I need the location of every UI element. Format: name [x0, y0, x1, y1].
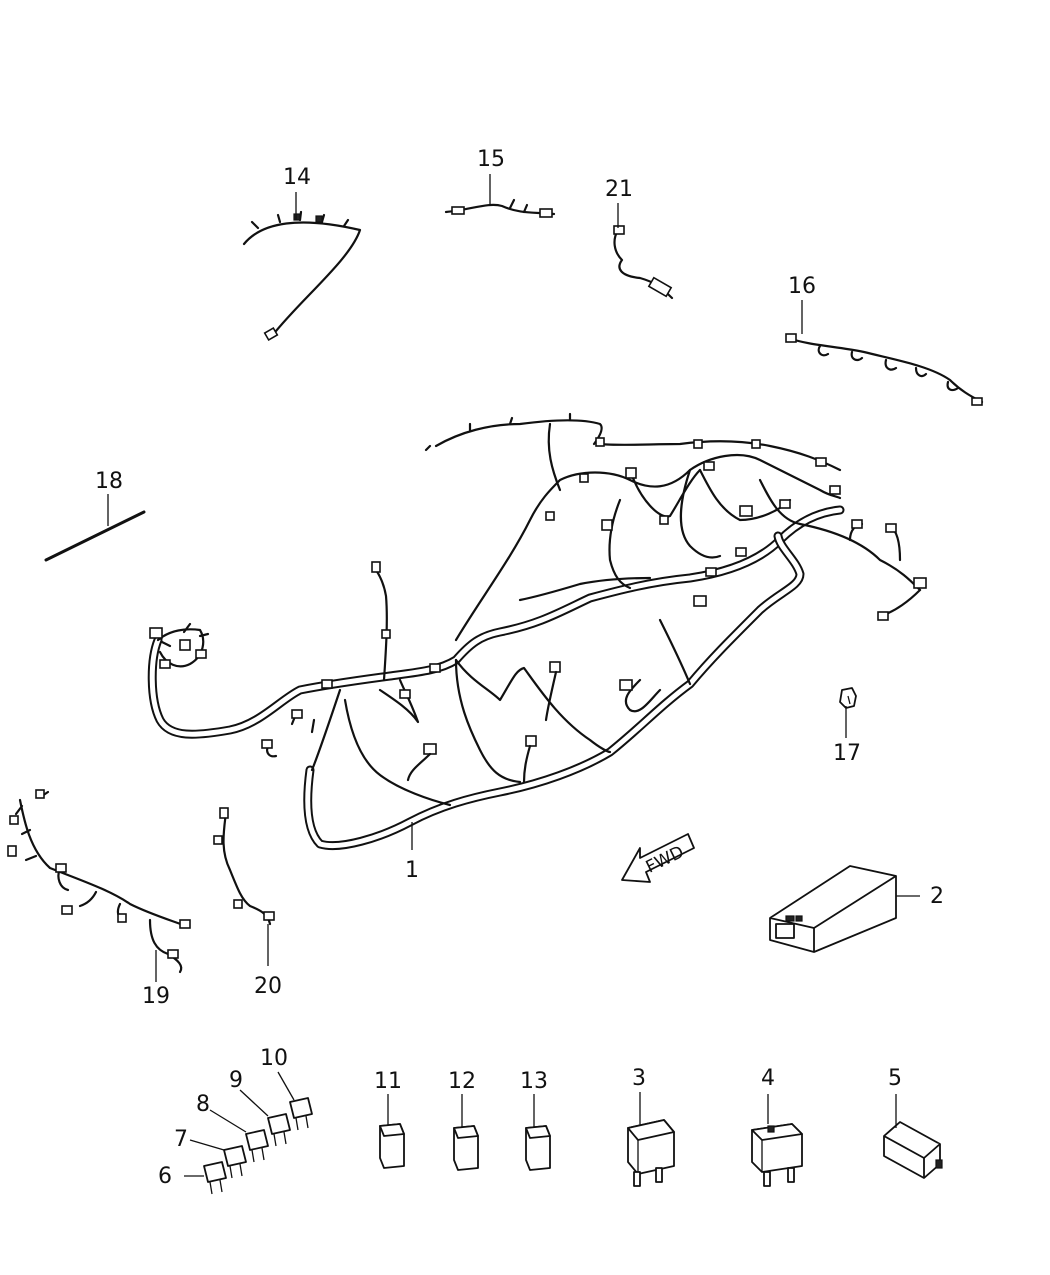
part-14-harness — [242, 210, 362, 342]
part-21-harness — [613, 225, 674, 300]
part-15-harness — [444, 198, 556, 218]
callout-2: 2 — [930, 884, 944, 909]
callout-9: 9 — [229, 1068, 243, 1093]
callout-5: 5 — [888, 1066, 902, 1091]
callout-1: 1 — [405, 858, 419, 883]
callout-12: 12 — [448, 1069, 476, 1094]
callout-14: 14 — [283, 165, 311, 190]
callout-10: 10 — [260, 1046, 288, 1071]
part-2-module — [769, 865, 897, 953]
callout-3: 3 — [632, 1066, 646, 1091]
callout-15: 15 — [477, 147, 505, 172]
fuse-8 — [245, 1129, 269, 1163]
part-3-relay — [627, 1119, 675, 1187]
callout-19: 19 — [142, 984, 170, 1009]
callout-4: 4 — [761, 1066, 775, 1091]
callout-6: 6 — [158, 1164, 172, 1189]
callout-20: 20 — [254, 974, 282, 999]
part-12-fuse — [453, 1125, 479, 1171]
fuse-6 — [203, 1161, 227, 1195]
part-5-cover — [883, 1121, 943, 1179]
part-11-fuse — [379, 1123, 405, 1169]
callout-7: 7 — [174, 1127, 188, 1152]
part-17-clip — [839, 687, 857, 709]
parts-6-10-mini-fuses — [203, 1097, 313, 1195]
callout-18: 18 — [95, 469, 123, 494]
callout-8: 8 — [196, 1092, 210, 1117]
part-13-fuse — [525, 1125, 551, 1171]
part-4-relay — [751, 1123, 803, 1187]
callout-21: 21 — [605, 177, 633, 202]
fuse-9 — [267, 1113, 291, 1147]
fuse-10 — [289, 1097, 313, 1131]
callout-11: 11 — [374, 1069, 402, 1094]
part-20-harness — [213, 807, 275, 926]
callout-16: 16 — [788, 274, 816, 299]
callout-13: 13 — [520, 1069, 548, 1094]
fwd-arrow: FWD — [621, 833, 695, 883]
part-19-harness — [7, 789, 191, 974]
part-1-main-harness — [147, 412, 927, 851]
callout-17: 17 — [833, 741, 861, 766]
fuse-7 — [223, 1145, 247, 1179]
part-16-harness — [785, 333, 984, 406]
part-18-strip — [44, 510, 146, 562]
